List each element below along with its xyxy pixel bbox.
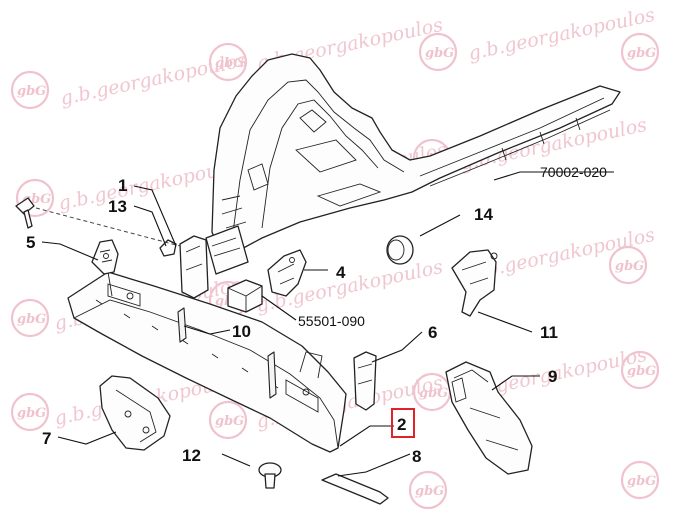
watermark-logo: gbG — [418, 32, 458, 72]
part-5-bracket — [91, 239, 119, 275]
part-12-bolt — [258, 462, 282, 489]
part-14-grommet — [386, 235, 414, 265]
part-7-cover-plate — [99, 375, 171, 451]
callout-2-highlight-box — [391, 408, 415, 438]
callout-6: 6 — [428, 323, 437, 342]
watermark-logo: gbG — [208, 42, 248, 82]
svg-text:gbG: gbG — [627, 364, 656, 379]
watermark-logo: gbG — [608, 245, 648, 285]
svg-text:gbG: gbG — [419, 386, 448, 401]
callout-8: 8 — [412, 447, 421, 466]
callout-10: 10 — [232, 322, 251, 341]
svg-text:gbG: gbG — [215, 56, 244, 71]
svg-text:gbG: gbG — [425, 46, 454, 61]
front-frame-assembly — [205, 53, 621, 275]
part-10-rods — [177, 307, 277, 399]
watermark-logo: gbG — [408, 470, 448, 510]
part-1-bracket-plate — [179, 235, 209, 299]
part-9-mount — [445, 361, 533, 475]
svg-text:gbG: gbG — [215, 414, 244, 429]
part-55501-block — [227, 279, 263, 313]
callout-13: 13 — [108, 197, 127, 216]
part-11-bracket — [451, 249, 498, 317]
svg-text:gbG: gbG — [627, 474, 656, 489]
svg-text:gbG: gbG — [627, 46, 656, 61]
watermark-logo: gbG — [208, 400, 248, 440]
part-number-70002-020: 70002-020 — [540, 164, 607, 180]
watermark-logo: gbG — [10, 392, 50, 432]
svg-text:gbG: gbG — [615, 259, 644, 274]
watermark-logo: gbG — [10, 70, 50, 110]
callout-14: 14 — [474, 205, 493, 224]
callout-1: 1 — [118, 176, 127, 195]
part-4-bracket — [267, 249, 307, 297]
watermark-logo: gbG — [620, 32, 660, 72]
svg-text:gbG: gbG — [17, 312, 46, 327]
callout-7: 7 — [42, 429, 51, 448]
callout-12: 12 — [182, 446, 201, 465]
watermark-logo: gbG — [10, 298, 50, 338]
part-6-bracket — [353, 351, 377, 411]
bolt-top-left — [15, 197, 181, 247]
watermark-logo: gbG — [620, 460, 660, 500]
watermark-logo: gbG — [620, 350, 660, 390]
part-8-strip — [321, 473, 389, 505]
svg-text:gbG: gbG — [17, 406, 46, 421]
callout-11: 11 — [540, 323, 558, 342]
callouts: 1 2 4 5 6 7 8 9 10 11 12 13 14 70002-020… — [26, 164, 607, 466]
leader-lines — [41, 171, 614, 477]
callout-9: 9 — [548, 367, 557, 386]
svg-text:gbG: gbG — [17, 84, 46, 99]
part-number-55501-090: 55501-090 — [298, 313, 365, 329]
callout-5: 5 — [26, 233, 35, 252]
part-2-bumper-crossmember — [67, 271, 347, 453]
svg-text:gbG: gbG — [415, 484, 444, 499]
callout-4: 4 — [336, 263, 346, 282]
callout-2: 2 — [397, 415, 406, 434]
